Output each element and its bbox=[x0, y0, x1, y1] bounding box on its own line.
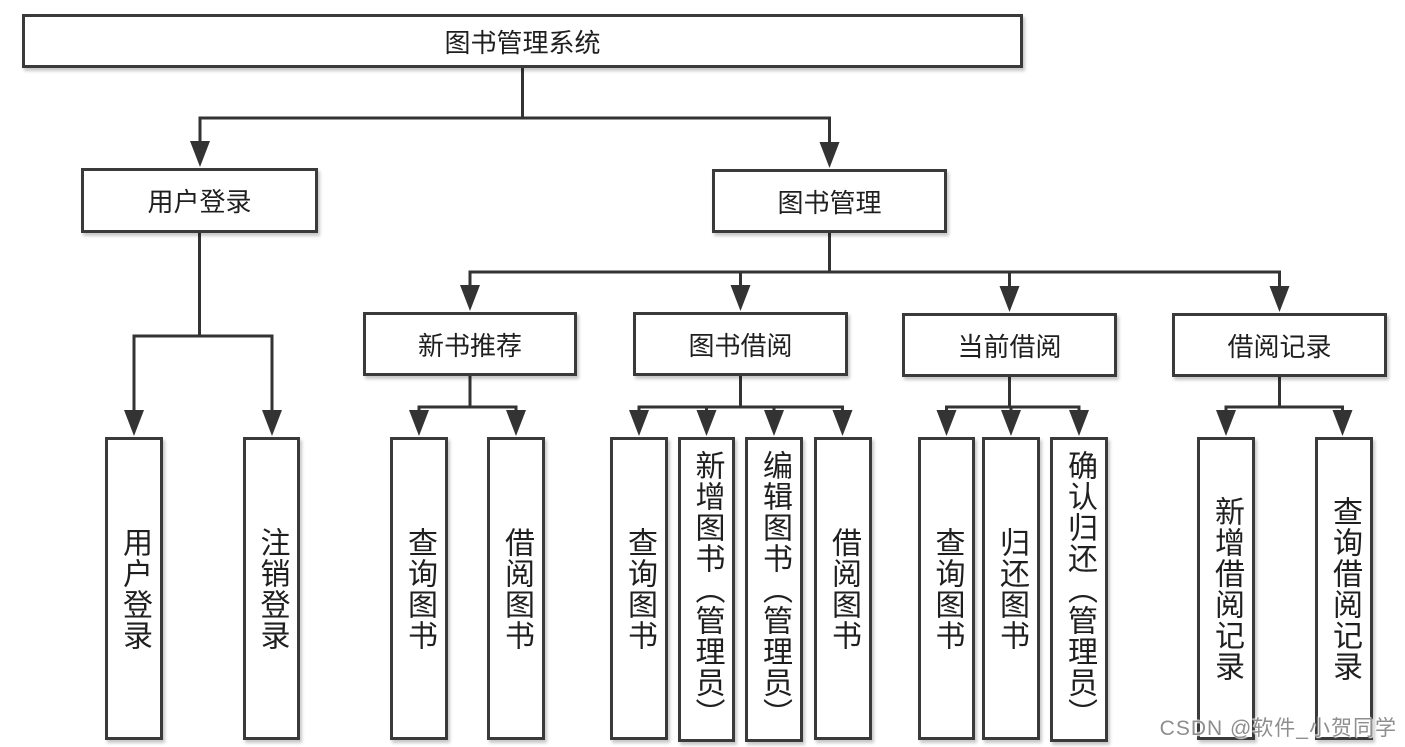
node-library-management-system: 图书管理系统 bbox=[22, 14, 1023, 68]
leaf-edit-books-admin: 编辑图书（管理员） bbox=[745, 437, 803, 742]
leaf-user-login: 用户登录 bbox=[105, 437, 163, 740]
watermark: CSDN @软件_小贺同学 bbox=[1159, 717, 1397, 740]
node-new-book-recommendation: 新书推荐 bbox=[363, 312, 577, 376]
node-user-login: 用户登录 bbox=[81, 168, 318, 233]
leaf-logout: 注销登录 bbox=[243, 437, 300, 740]
arrowheads bbox=[124, 141, 1353, 436]
leaf-confirm-return-admin: 确认归还（管理员） bbox=[1050, 437, 1108, 742]
node-current-borrowing: 当前借阅 bbox=[902, 313, 1117, 377]
leaf-add-borrow-record: 新增借阅记录 bbox=[1197, 437, 1255, 740]
leaf-query-books-recommend: 查询图书 bbox=[390, 437, 448, 740]
leaf-return-books: 归还图书 bbox=[982, 437, 1040, 740]
leaf-query-borrow-record: 查询借阅记录 bbox=[1315, 437, 1373, 740]
node-book-borrowing: 图书借阅 bbox=[633, 312, 848, 376]
node-borrowing-records: 借阅记录 bbox=[1172, 313, 1387, 377]
leaf-borrow-books-recommend: 借阅图书 bbox=[487, 437, 545, 740]
leaf-add-books-admin: 新增图书（管理员） bbox=[678, 437, 735, 742]
node-book-management: 图书管理 bbox=[712, 169, 947, 233]
leaf-query-books-borrowing: 查询图书 bbox=[610, 437, 668, 740]
leaf-query-books-current: 查询图书 bbox=[918, 437, 975, 740]
leaf-borrow-books: 借阅图书 bbox=[814, 437, 872, 740]
